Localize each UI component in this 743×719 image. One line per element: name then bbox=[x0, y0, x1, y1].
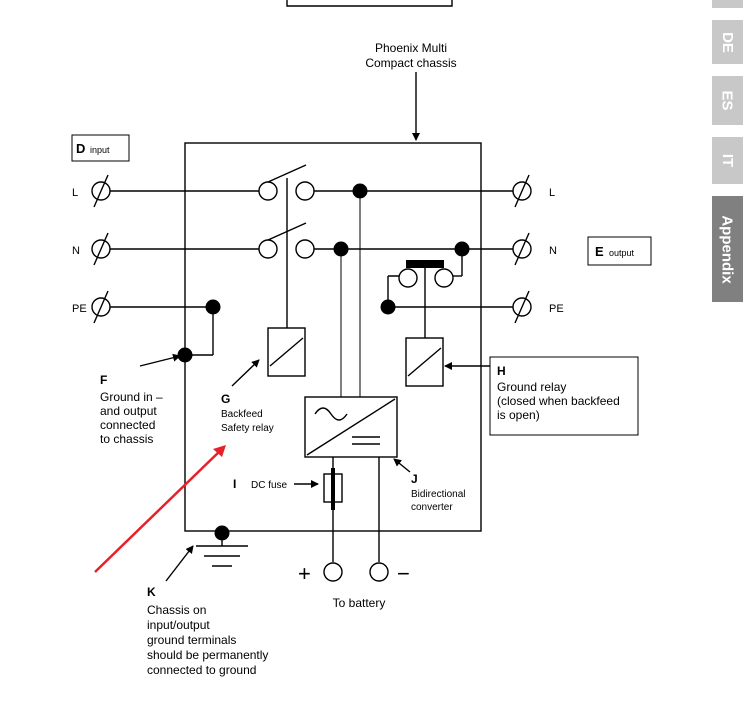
output-label: output bbox=[609, 248, 635, 258]
left-label-n: N bbox=[72, 245, 80, 257]
ac-symbol-icon bbox=[314, 407, 348, 421]
battery-minus-terminal bbox=[369, 562, 389, 582]
right-label-n: N bbox=[549, 245, 557, 257]
left-terminal-l bbox=[91, 174, 111, 208]
f-text-line1: Ground in – bbox=[100, 390, 163, 404]
h-label-box bbox=[489, 356, 639, 436]
g-text-line2: Safety relay bbox=[221, 423, 274, 434]
right-terminal-n bbox=[512, 232, 532, 266]
tab-de[interactable]: DE bbox=[712, 20, 743, 64]
converter-diagonal bbox=[306, 398, 396, 456]
j-letter: J bbox=[411, 472, 418, 486]
tab-appendix[interactable]: Appendix bbox=[712, 196, 743, 302]
right-label-l: L bbox=[549, 187, 555, 199]
backfeed-relay-coil bbox=[267, 327, 306, 377]
battery-plus-sign: + bbox=[298, 561, 311, 586]
tab-it-label: IT bbox=[719, 153, 736, 168]
backfeed-relay-coil-slash bbox=[269, 337, 304, 367]
ground-relay-contact-left bbox=[398, 268, 418, 288]
l-relay-contact-right bbox=[295, 181, 315, 201]
tab-de-label: DE bbox=[719, 31, 736, 53]
k-pointer-arrow bbox=[165, 545, 194, 582]
j-text-line2: converter bbox=[411, 502, 453, 513]
i-label: DC fuse bbox=[251, 480, 288, 491]
tab-appendix-label: Appendix bbox=[719, 214, 736, 284]
k-text-line2: input/output bbox=[147, 618, 210, 632]
l-relay-contact-left bbox=[258, 181, 278, 201]
j-text-line1: Bidirectional bbox=[411, 489, 465, 500]
left-terminal-n bbox=[91, 232, 111, 266]
tab-it[interactable]: IT bbox=[712, 137, 743, 184]
right-terminal-pe bbox=[512, 290, 532, 324]
h-text-line2: (closed when backfeed bbox=[497, 394, 620, 408]
n-relay-contact-right bbox=[295, 239, 315, 259]
j-pointer-arrow bbox=[393, 458, 411, 473]
bidirectional-converter-block bbox=[304, 396, 398, 458]
g-pointer-arrow bbox=[231, 359, 260, 387]
tab-es-label: ES bbox=[718, 90, 736, 111]
f-text-line4: to chassis bbox=[100, 432, 153, 446]
l-relay-switch-blade bbox=[267, 164, 307, 183]
left-label-l: L bbox=[72, 187, 78, 199]
f-text-line3: connected bbox=[100, 418, 155, 432]
battery-minus-sign: − bbox=[397, 561, 410, 586]
tab-es[interactable]: ES bbox=[712, 76, 743, 125]
red-annotation-arrow bbox=[94, 448, 223, 573]
f-text-line2: and output bbox=[100, 404, 157, 418]
n-relay-contact-left bbox=[258, 239, 278, 259]
left-label-pe: PE bbox=[72, 303, 87, 315]
right-terminal-l bbox=[512, 174, 532, 208]
ground-relay-coil-slash bbox=[407, 347, 442, 377]
dc-fuse-element bbox=[331, 468, 335, 510]
battery-plus-terminal bbox=[323, 562, 343, 582]
h-letter: H bbox=[497, 364, 506, 378]
tab-partial-top[interactable] bbox=[712, 0, 743, 8]
k-text-line4: should be permanently bbox=[147, 648, 268, 662]
input-box bbox=[71, 134, 130, 162]
k-text-line5: connected to ground bbox=[147, 663, 256, 677]
f-chassis-junction bbox=[177, 347, 193, 363]
f-pointer-arrow bbox=[139, 353, 181, 367]
h-text-line3: is open) bbox=[497, 408, 540, 422]
left-terminal-pe bbox=[91, 290, 111, 324]
g-text-line1: Backfeed bbox=[221, 409, 263, 420]
input-label: input bbox=[90, 145, 110, 155]
top-box-edge bbox=[286, 0, 453, 7]
input-letter: D bbox=[76, 141, 85, 156]
output-box bbox=[587, 236, 652, 266]
k-letter: K bbox=[147, 585, 156, 599]
f-letter: F bbox=[100, 373, 107, 387]
g-letter: G bbox=[221, 392, 230, 406]
i-letter: I bbox=[233, 477, 236, 491]
ground-relay-bridge bbox=[406, 260, 444, 268]
battery-label: To battery bbox=[333, 596, 386, 610]
k-text-line1: Chassis on bbox=[147, 603, 206, 617]
chassis-title-line2: Compact chassis bbox=[365, 56, 456, 70]
ground-relay-coil bbox=[405, 337, 444, 387]
output-letter: E bbox=[595, 244, 604, 259]
ground-relay-contact-right bbox=[434, 268, 454, 288]
h-text-line1: Ground relay bbox=[497, 380, 566, 394]
right-label-pe: PE bbox=[549, 303, 564, 315]
k-text-line3: ground terminals bbox=[147, 633, 236, 647]
red-annotation-arrowhead bbox=[213, 445, 226, 457]
chassis-title-line1: Phoenix Multi bbox=[375, 41, 447, 55]
